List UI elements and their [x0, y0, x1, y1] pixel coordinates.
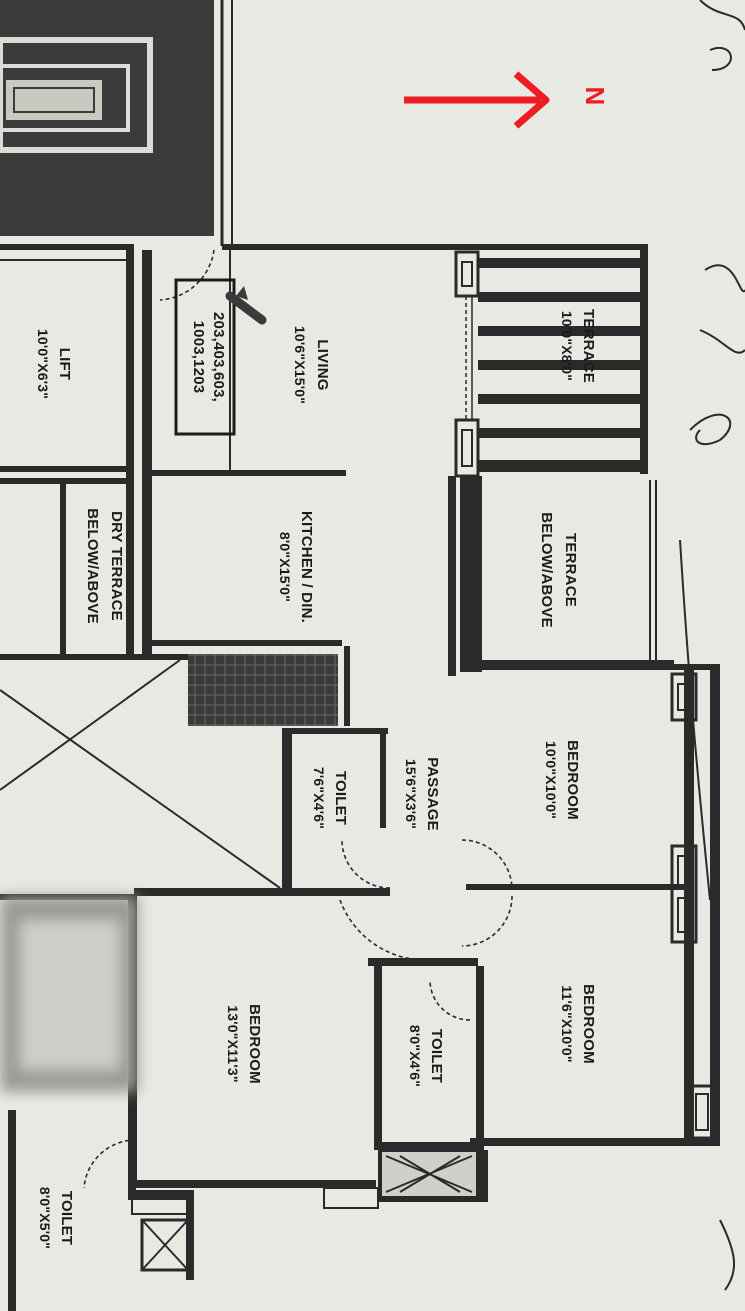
lift-name: LIFT — [56, 348, 73, 380]
bedroom-lower-right-name: BEDROOM — [580, 984, 597, 1064]
kitchen-dim: 8'0"X15'0" — [277, 532, 293, 602]
terrace-top-dim: 10'0"X8'0" — [559, 311, 575, 381]
bedroom-lower-left-name: BEDROOM — [246, 1004, 263, 1084]
handwriting — [679, 0, 745, 1291]
lift-dim: 10'0"X6'3" — [35, 329, 51, 399]
kitchen-name: KITCHEN / DIN. — [298, 511, 315, 623]
unit-number-box — [174, 278, 267, 436]
toilet-lower-dim: 8'0"X4'6" — [407, 1025, 423, 1087]
bedroom-lower-left-dim: 13'0"X11'3" — [225, 1005, 241, 1082]
stair-block — [0, 0, 233, 246]
unit-number-line1: 203,403,603, — [210, 312, 227, 402]
terrace-below-name: TERRACE — [562, 533, 579, 607]
unit-number-line2: 1003,1203 — [190, 321, 207, 394]
passage-name: PASSAGE — [424, 757, 441, 831]
right-columns — [670, 672, 716, 1140]
bedroom-right-dim: 10'0"X10'0" — [543, 741, 559, 819]
bedroom-right-name: BEDROOM — [564, 740, 581, 820]
toilet-mid-dim: 7'6"X4'6" — [311, 767, 327, 829]
north-label: N — [580, 87, 610, 106]
toilet-lower-name: TOILET — [428, 1029, 445, 1083]
blurred-area — [0, 896, 138, 1092]
terrace-railing — [454, 250, 642, 478]
terrace-top-name: TERRACE — [580, 309, 597, 383]
dry-terrace-sub: BELOW/ABOVE — [84, 508, 101, 624]
terrace-below-sub: BELOW/ABOVE — [538, 512, 555, 628]
duct-hatch — [188, 654, 338, 726]
bedroom-lower-right-dim: 11'6"X10'0" — [559, 985, 575, 1062]
north-arrow-icon — [404, 71, 550, 129]
dry-terrace-name: DRY TERRACE — [108, 511, 125, 621]
toilet-mid-name: TOILET — [332, 771, 349, 825]
shaft-box — [131, 1187, 379, 1272]
door-swings — [83, 249, 513, 1189]
living-dim: 10'6"X15'0" — [292, 326, 308, 404]
toilet-bottom-dim: 8'0"X5'0" — [37, 1187, 53, 1249]
duct-hatch-bottom — [382, 1152, 476, 1196]
toilet-bottom-name: TOILET — [58, 1191, 75, 1245]
living-name: LIVING — [314, 339, 331, 390]
walls — [0, 244, 720, 1311]
void-cross — [0, 659, 281, 889]
passage-dim: 15'6"X3'6" — [403, 759, 419, 829]
